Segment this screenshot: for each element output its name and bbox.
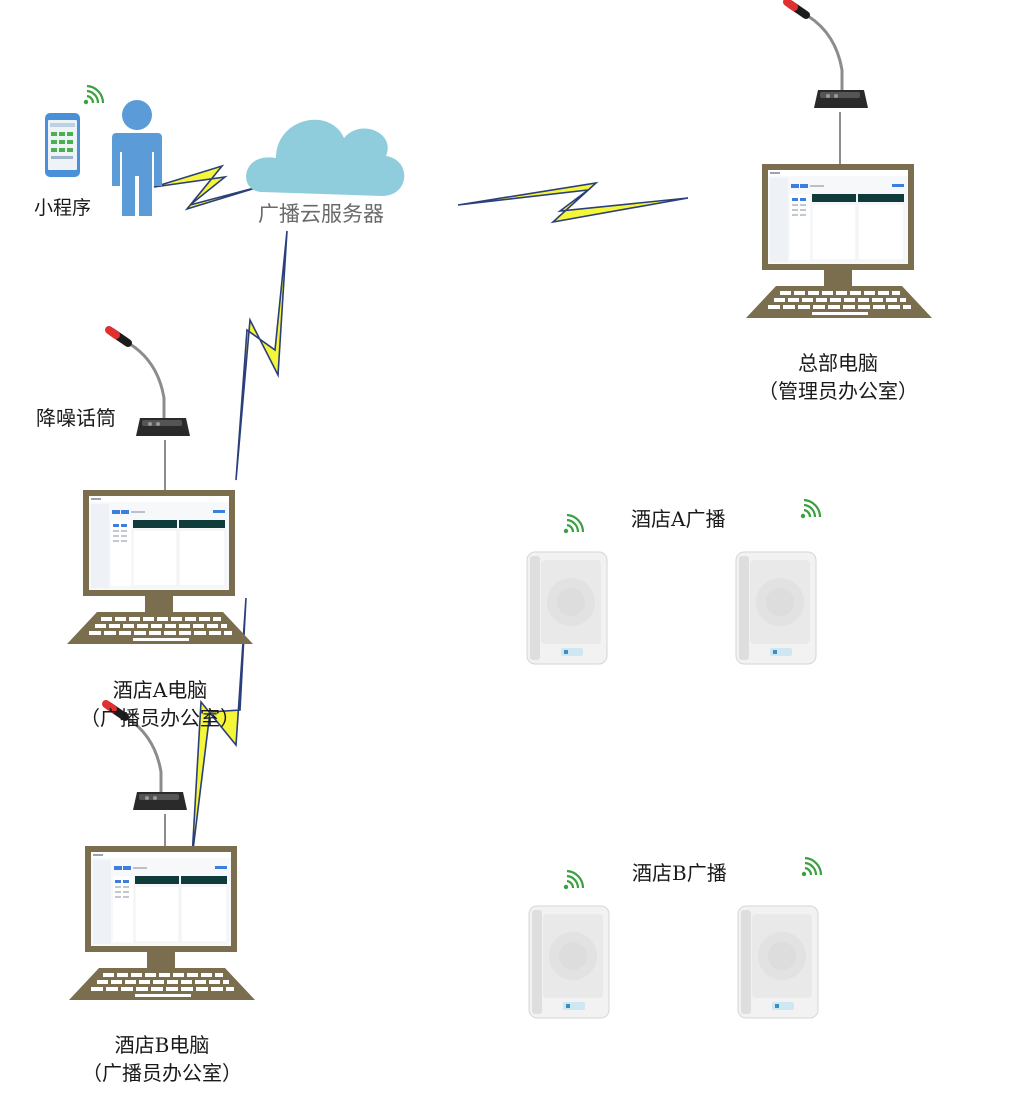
hq-pc-sublabel: （管理员办公室） — [758, 379, 918, 403]
hq-pc-label: 总部电脑 — [798, 351, 878, 375]
cloud-icon — [246, 119, 405, 196]
noise-mic-label: 降噪话筒 — [36, 406, 116, 430]
microphone-icon — [109, 330, 190, 436]
speaker-icon — [735, 551, 817, 665]
person-icon — [112, 100, 162, 216]
wifi-icon — [82, 84, 105, 106]
wifi-icon — [562, 513, 585, 535]
wifi-icon — [562, 869, 585, 891]
phone-icon — [45, 113, 80, 177]
computer-monitor-icon — [68, 845, 256, 1001]
lightning-link-cloud-hotel-a — [235, 230, 288, 481]
hotel-b-pc-label: 酒店B电脑 — [114, 1033, 210, 1057]
computer-monitor-icon — [66, 489, 254, 645]
cloud-server-label: 广播云服务器 — [258, 202, 384, 226]
speaker-icon — [526, 551, 608, 665]
hotel-a-pc-label: 酒店A电脑 — [112, 678, 208, 702]
hotel-b-pc-sublabel: （广播员办公室） — [82, 1061, 242, 1085]
hotel-a-pc-sublabel: （广播员办公室） — [80, 706, 240, 730]
microphone-icon — [787, 2, 868, 108]
lightning-link-cloud-hq — [457, 181, 689, 224]
mini-program-label: 小程序 — [34, 197, 92, 219]
hotel-a-broadcast-label: 酒店A广播 — [631, 507, 726, 531]
computer-monitor-icon — [745, 163, 933, 319]
wifi-icon — [800, 856, 823, 878]
hotel-b-broadcast-label: 酒店B广播 — [632, 861, 727, 885]
speaker-icon — [737, 905, 819, 1019]
wifi-icon — [799, 498, 822, 520]
lightning-link-phone-cloud — [153, 164, 263, 211]
speaker-icon — [528, 905, 610, 1019]
